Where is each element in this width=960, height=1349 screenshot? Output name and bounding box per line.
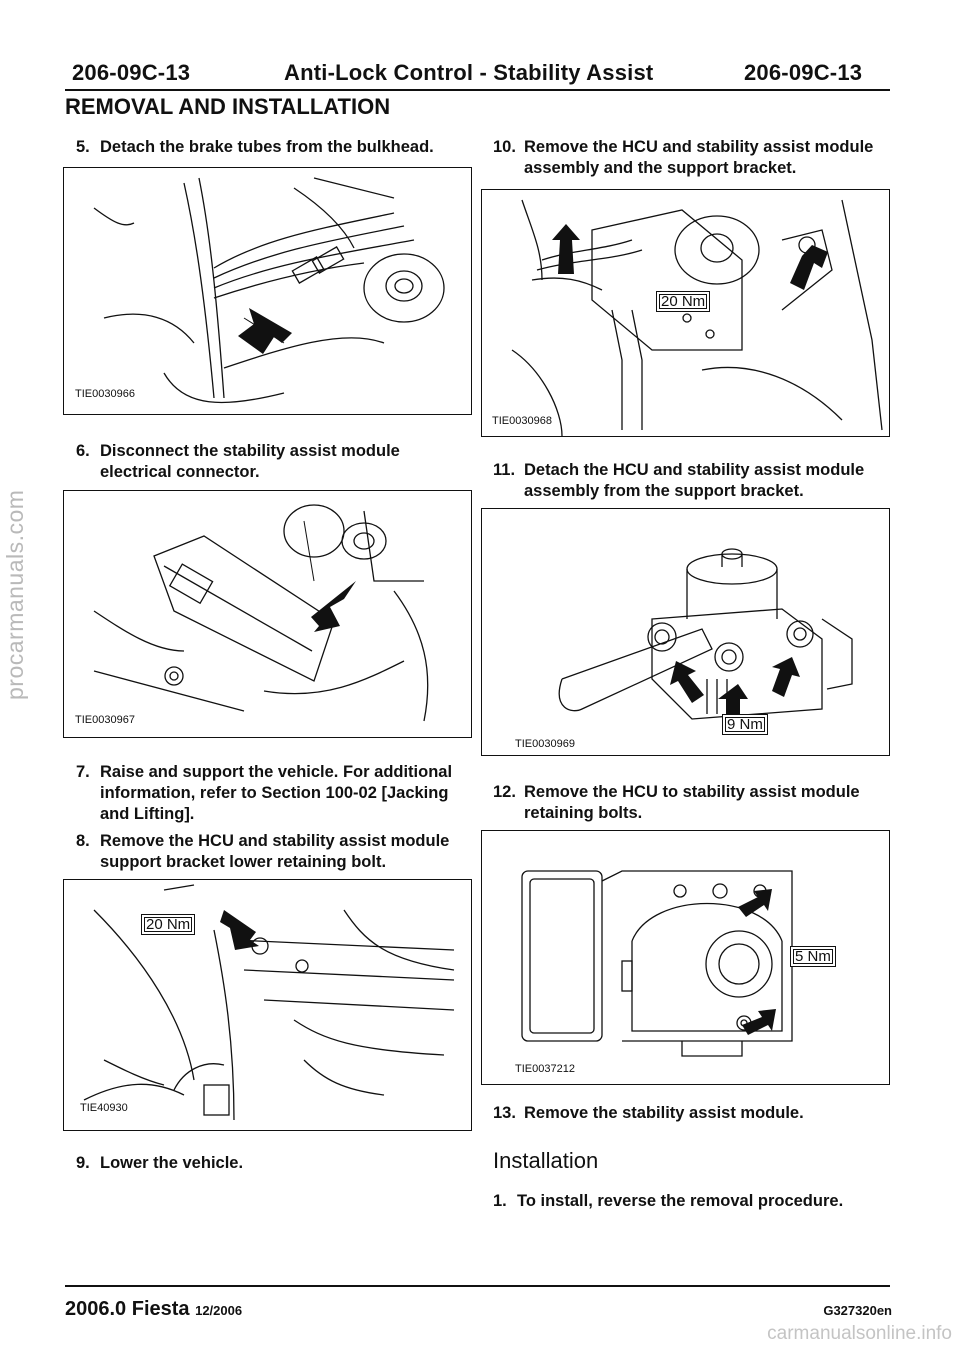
step-5: 5. Detach the brake tubes from the bulkh…: [76, 137, 471, 158]
step-8: 8. Remove the HCU and stability assist m…: [76, 831, 471, 873]
installation-step-1: 1. To install, reverse the removal proce…: [493, 1191, 893, 1212]
installation-heading: Installation: [493, 1148, 599, 1173]
figure-hcu-bracket: 9 Nm TIE0030969: [481, 508, 890, 756]
footer-model: 2006.0 Fiesta 12/2006: [65, 1298, 242, 1321]
step-number: 10.: [493, 138, 516, 156]
connector-illustration: [93, 504, 429, 722]
figure-brake-tubes: TIE0030966: [63, 167, 472, 415]
step-7: 7. Raise and support the vehicle. For ad…: [76, 762, 471, 825]
torque-label: 9 Nm: [722, 714, 768, 735]
page-title: Anti-Lock Control - Stability Assist: [284, 60, 654, 85]
figure-support-bracket-bolt: 20 Nm TIE40930: [63, 879, 472, 1131]
step-text: Detach the HCU and stability assist modu…: [524, 461, 865, 500]
page-code-left: 206-09C-13: [72, 60, 191, 85]
step-text: Raise and support the vehicle. For addit…: [100, 763, 453, 823]
header-rule: [65, 89, 890, 91]
step-text: Lower the vehicle.: [100, 1154, 244, 1172]
step-10: 10. Remove the HCU and stability assist …: [493, 137, 893, 179]
brake-tubes-illustration: [93, 177, 445, 404]
figure-id: TIE0037212: [515, 1063, 575, 1075]
torque-label: 20 Nm: [656, 291, 711, 312]
figure-id: TIE0030968: [492, 415, 552, 427]
page-code-right: 206-09C-13: [744, 60, 863, 85]
step-number: 13.: [493, 1104, 516, 1122]
step-number: 11.: [493, 461, 516, 479]
step-number: 6.: [76, 442, 90, 460]
figure-id: TIE40930: [80, 1102, 128, 1114]
torque-label: 5 Nm: [790, 946, 836, 967]
hcu-assembly-illustration: [511, 199, 883, 436]
footer-date: 12/2006: [195, 1303, 243, 1318]
step-text: Remove the HCU to stability assist modul…: [524, 783, 860, 822]
figure-hcu-assembly: 20 Nm TIE0030968: [481, 189, 890, 437]
step-12: 12. Remove the HCU to stability assist m…: [493, 782, 893, 824]
step-text: To install, reverse the removal procedur…: [517, 1192, 844, 1210]
step-text: Remove the HCU and stability assist modu…: [524, 138, 874, 177]
footer-rule: [65, 1285, 890, 1287]
figure-electrical-connector: TIE0030967: [63, 490, 472, 738]
figure-id: TIE0030969: [515, 738, 575, 750]
step-number: 5.: [76, 138, 90, 156]
figure-id: TIE0030967: [75, 714, 135, 726]
step-9: 9. Lower the vehicle.: [76, 1153, 471, 1174]
side-watermark: procarmanuals.com: [2, 489, 28, 700]
footer-code: G327320en: [823, 1303, 892, 1318]
step-number: 8.: [76, 832, 90, 850]
figure-id: TIE0030966: [75, 388, 135, 400]
figure-module-bolts: 5 Nm TIE0037212: [481, 830, 890, 1085]
step-text: Remove the HCU and stability assist modu…: [100, 832, 450, 871]
hcu-bracket-illustration: [558, 548, 853, 721]
step-number: 9.: [76, 1154, 90, 1172]
step-text: Detach the brake tubes from the bulkhead…: [100, 138, 434, 156]
torque-label: 20 Nm: [141, 914, 196, 935]
step-6: 6. Disconnect the stability assist modul…: [76, 441, 471, 483]
step-number: 12.: [493, 783, 516, 801]
module-bolts-illustration: [521, 870, 793, 1057]
step-13: 13. Remove the stability assist module.: [493, 1103, 893, 1124]
step-11: 11. Detach the HCU and stability assist …: [493, 460, 893, 502]
step-text: Remove the stability assist module.: [524, 1104, 804, 1122]
section-title: REMOVAL AND INSTALLATION: [65, 94, 391, 119]
step-text: Disconnect the stability assist module e…: [100, 442, 400, 481]
step-number: 7.: [76, 763, 90, 781]
bracket-bolt-illustration: [83, 884, 455, 1121]
bottom-watermark: carmanualsonline.info: [767, 1323, 952, 1344]
step-number: 1.: [493, 1192, 507, 1210]
footer-model-name: 2006.0 Fiesta: [65, 1298, 190, 1320]
